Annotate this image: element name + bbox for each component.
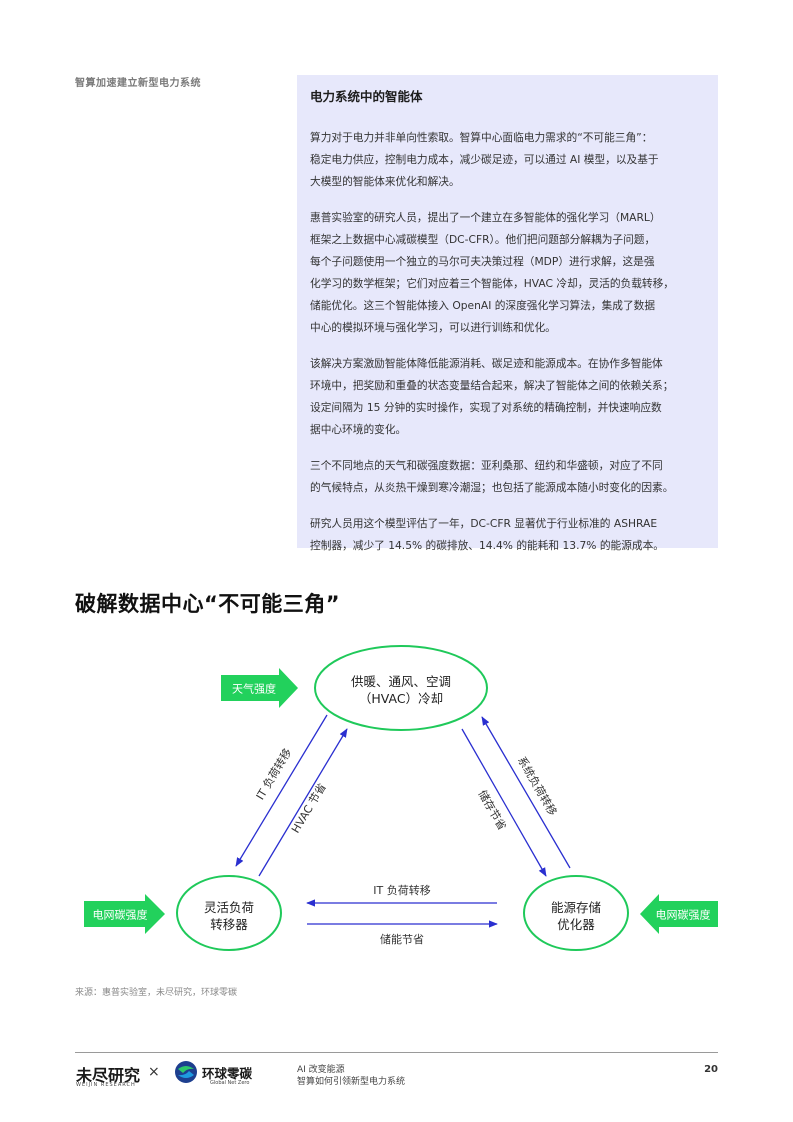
box-line: 惠普实验室的研究人员，提出了一个建立在多智能体的强化学习（MARL）	[310, 211, 661, 224]
storage-save-arrow	[461, 728, 547, 877]
grid-right-input-label: 电网碳强度	[656, 908, 711, 922]
storage-node	[523, 875, 629, 951]
box-line: 三个不同地点的天气和碳强度数据：亚利桑那、纽约和华盛顿，对应了不同	[310, 459, 663, 472]
grid-left-input-label: 电网碳强度	[93, 908, 148, 922]
box-line: 的气候特点，从炎热干燥到寒冷潮湿；也包括了能源成本随小时变化的因素。	[310, 481, 674, 494]
box-line: 控制器，减少了 14.5% 的碳排放、14.4% 的能耗和 13.7% 的能源成…	[310, 539, 664, 552]
flex-label-2: 转移器	[210, 917, 248, 932]
box-line: 据中心环境的变化。	[310, 423, 407, 436]
hvac-label-1: 供暖、通风、空调	[351, 674, 451, 689]
system-shift-arrow	[481, 716, 571, 869]
weijin-logo: 未尽研究	[76, 1066, 141, 1085]
it-shift-horiz-label: IT 负荷转移	[373, 883, 430, 897]
weather-input-arrow	[221, 668, 298, 708]
weijin-logo-subtitle: WEIJIN RESEARCH	[76, 1082, 136, 1088]
box-line: 储能优化。这三个智能体接入 OpenAI 的深度强化学习算法，集成了数据	[310, 299, 656, 312]
sidebar-box: 电力系统中的智能体 算力对于电力并非单向性索取。智算中心面临电力需求的“不可能三…	[297, 75, 718, 552]
box-title: 电力系统中的智能体	[310, 89, 423, 104]
times-symbol: ×	[148, 1064, 160, 1080]
storage-label-1: 能源存储	[551, 900, 601, 915]
box-line: 研究人员用这个模型评估了一年，DC-CFR 显著优于行业标准的 ASHRAE	[310, 517, 658, 530]
storage-save-label: 储存节省	[475, 787, 509, 832]
section-title: 破解数据中心“不可能三角”	[75, 592, 341, 616]
footer-report-title: AI 改变能源	[297, 1065, 345, 1075]
box-line: 设定间隔为 15 分钟的实时操作，实现了对系统的精确控制，并快速响应数	[310, 401, 662, 414]
page-number: 20	[704, 1064, 718, 1075]
box-body: 算力对于电力并非单向性索取。智算中心面临电力需求的“不可能三角”： 稳定电力供应，…	[310, 127, 706, 557]
box-line: 化学习的数学框架；它们对应着三个智能体，HVAC 冷却，灵活的负载转移，	[310, 277, 674, 290]
it-shift-diag-arrow	[235, 714, 328, 867]
global-net-zero-icon	[175, 1061, 197, 1083]
box-line: 算力对于电力并非单向性索取。智算中心面临电力需求的“不可能三角”：	[310, 131, 653, 144]
box-line: 每个子问题使用一个独立的马尔可夫决策过程（MDP）进行求解，这是强	[310, 255, 655, 268]
energy-save-label: 储能节省	[380, 932, 424, 946]
flex-load-node	[176, 875, 282, 951]
box-line: 该解决方案激励智能体降低能源消耗、碳足迹和能源成本。在协作多智能体	[310, 357, 663, 370]
hvac-node	[314, 645, 488, 731]
storage-label-2: 优化器	[557, 917, 595, 932]
box-line: 大模型的智能体来优化和解决。	[310, 175, 460, 188]
global-net-zero-subtitle: Global Net Zero	[210, 1080, 250, 1086]
flex-label-1: 灵活负荷	[204, 900, 254, 915]
box-line: 稳定电力供应，控制电力成本，减少碳足迹，可以通过 AI 模型，以及基于	[310, 153, 659, 166]
box-paragraph: 该解决方案激励智能体降低能源消耗、碳足迹和能源成本。在协作多智能体环境中，把奖励…	[310, 353, 706, 441]
page-footer: 未尽研究 WEIJIN RESEARCH × 环球零碳 Global Net Z…	[0, 1060, 793, 1100]
hvac-label-2: （HVAC）冷却	[359, 691, 443, 706]
box-paragraph: 三个不同地点的天气和碳强度数据：亚利桑那、纽约和华盛顿，对应了不同的气候特点，从…	[310, 455, 706, 499]
footer-report-subtitle: 智算如何引领新型电力系统	[297, 1077, 406, 1087]
it-shift-diag-label: IT 负荷转移	[253, 746, 295, 802]
box-line: 框架之上数据中心减碳模型（DC-CFR）。他们把问题部分解耦为子问题，	[310, 233, 656, 246]
global-net-zero-logo: 环球零碳	[202, 1066, 253, 1081]
footer-divider	[75, 1052, 718, 1053]
impossible-triangle-diagram: 供暖、通风、空调 （HVAC）冷却 灵活负荷 转移器 能源存储 优化器 天气强度…	[84, 645, 718, 951]
box-line: 环境中，把奖励和重叠的状态变量结合起来，解决了智能体之间的依赖关系；	[310, 379, 674, 392]
weather-input-label: 天气强度	[232, 682, 276, 696]
hvac-save-label: HVAC 节省	[289, 781, 329, 835]
source-note: 来源：惠普实验室，未尽研究，环球零碳	[75, 988, 238, 998]
box-paragraph: 研究人员用这个模型评估了一年，DC-CFR 显著优于行业标准的 ASHRAE 控制…	[310, 513, 706, 557]
grid-left-input-arrow	[84, 894, 165, 934]
hvac-save-arrow	[258, 728, 348, 877]
running-header: 智算加速建立新型电力系统	[75, 78, 201, 89]
box-line: 中心的模拟环境与强化学习，可以进行训练和优化。	[310, 321, 556, 334]
box-paragraph: 算力对于电力并非单向性索取。智算中心面临电力需求的“不可能三角”： 稳定电力供应，…	[310, 127, 706, 193]
box-paragraph: 惠普实验室的研究人员，提出了一个建立在多智能体的强化学习（MARL） 框架之上数据…	[310, 207, 706, 339]
grid-right-input-arrow	[640, 894, 718, 934]
